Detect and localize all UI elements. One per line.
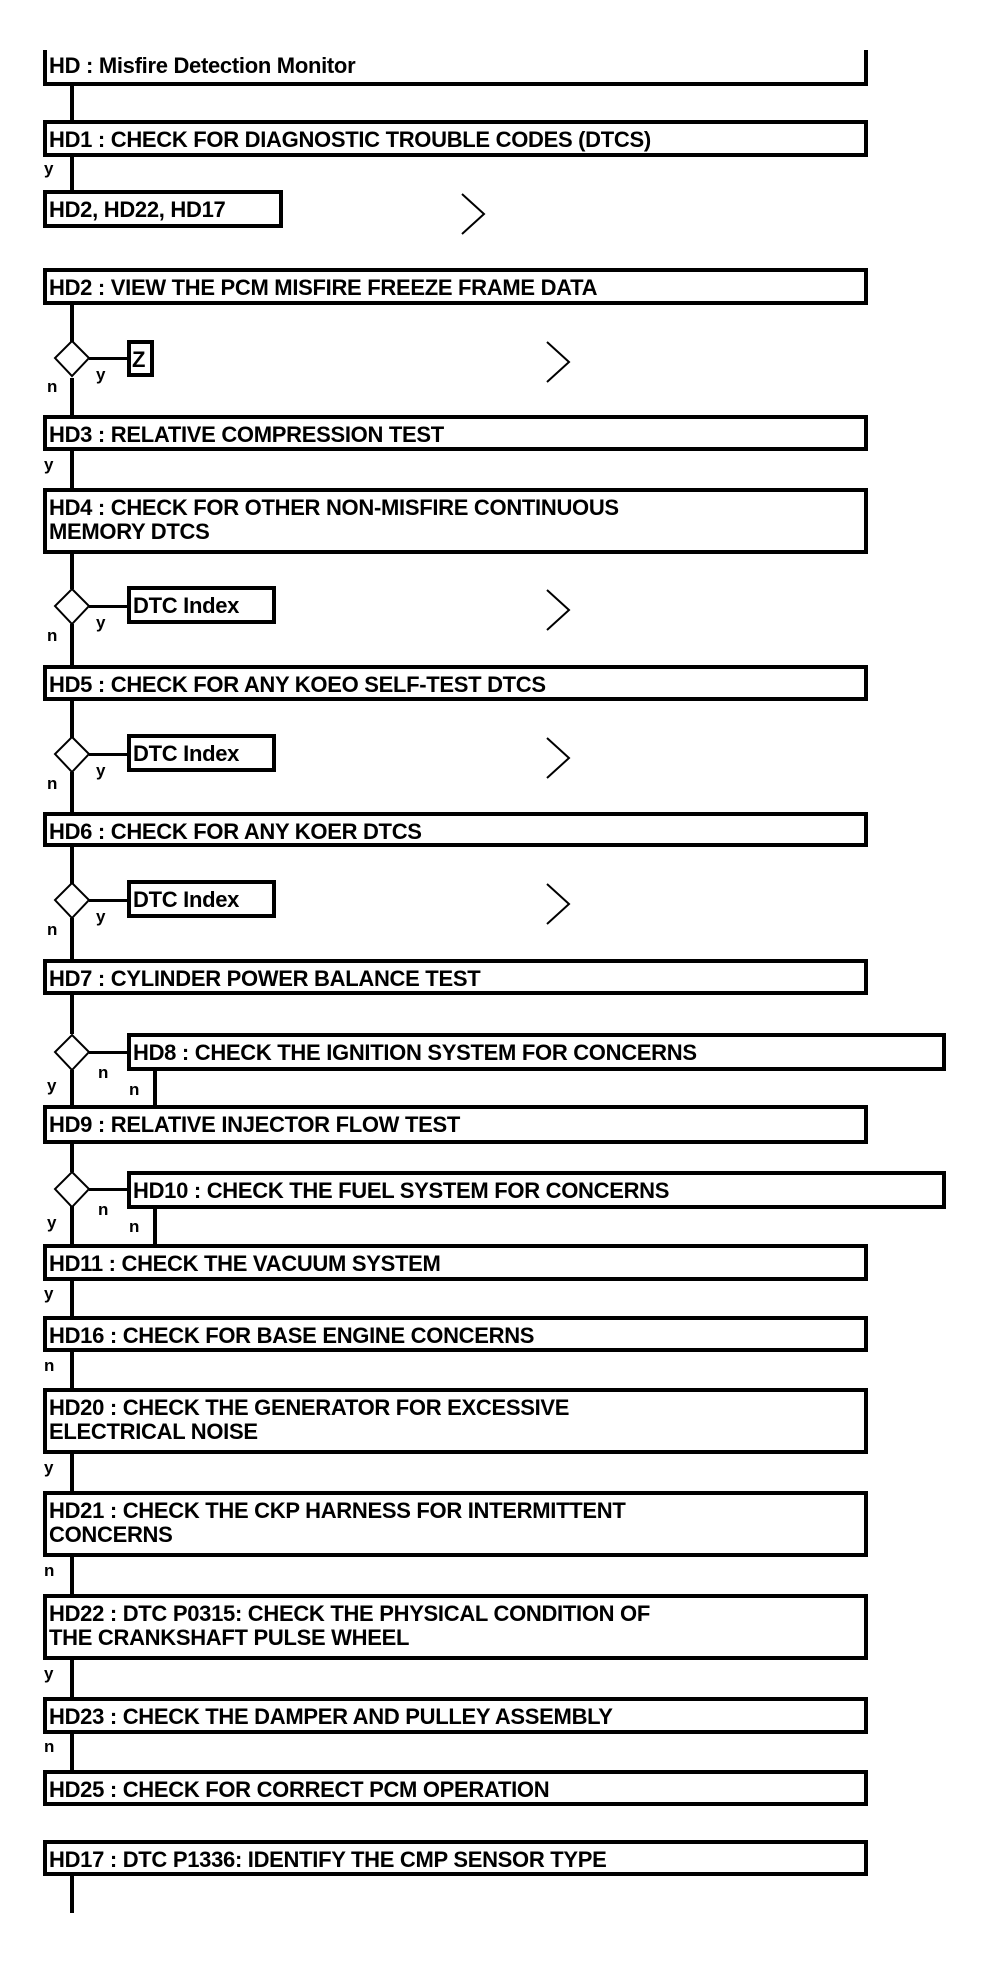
chevron-right-icon[interactable] — [545, 882, 571, 926]
diamond-icon — [53, 1033, 91, 1072]
step-hd22[interactable]: HD22 : DTC P0315: CHECK THE PHYSICAL CON… — [43, 1594, 868, 1660]
yes-label: y — [96, 907, 106, 926]
step-hd20[interactable]: HD20 : CHECK THE GENERATOR FOR EXCESSIVE… — [43, 1388, 868, 1454]
yes-label: y — [44, 159, 54, 178]
yes-label: y — [96, 365, 106, 384]
step-hd2[interactable]: HD2 : VIEW THE PCM MISFIRE FREEZE FRAME … — [43, 268, 868, 305]
step-hd1[interactable]: HD1 : CHECK FOR DIAGNOSTIC TROUBLE CODES… — [43, 120, 868, 157]
flow-line — [89, 1188, 129, 1191]
flow-line — [70, 1351, 74, 1390]
chevron-right-icon[interactable] — [460, 192, 486, 236]
step-hd4[interactable]: HD4 : CHECK FOR OTHER NON-MISFIRE CONTIN… — [43, 488, 868, 554]
yes-label: y — [44, 1664, 54, 1683]
flow-line — [70, 846, 74, 884]
flow-line — [70, 1556, 74, 1596]
flow-line — [70, 994, 74, 1034]
flow-line — [153, 1207, 157, 1246]
no-label: n — [129, 1080, 140, 1099]
no-label: n — [129, 1217, 140, 1236]
yes-label: y — [44, 1458, 54, 1477]
step-hd10[interactable]: HD10 : CHECK THE FUEL SYSTEM FOR CONCERN… — [127, 1171, 946, 1209]
no-label: n — [44, 1561, 55, 1580]
diamond-icon — [53, 881, 91, 920]
yes-label: y — [96, 613, 106, 632]
flow-line — [70, 1875, 74, 1913]
step-hd8[interactable]: HD8 : CHECK THE IGNITION SYSTEM FOR CONC… — [127, 1033, 946, 1071]
no-label: n — [47, 920, 58, 939]
diamond-icon — [53, 587, 91, 626]
flow-line — [89, 1051, 129, 1054]
step-hd16[interactable]: HD16 : CHECK FOR BASE ENGINE CONCERNS — [43, 1316, 868, 1352]
no-label: n — [47, 377, 58, 396]
yes-label: y — [47, 1076, 57, 1095]
flow-line — [153, 1070, 157, 1106]
flow-line — [70, 1070, 74, 1106]
no-label: n — [98, 1200, 109, 1219]
step-hd21[interactable]: HD21 : CHECK THE CKP HARNESS FOR INTERMI… — [43, 1491, 868, 1557]
step-hd7[interactable]: HD7 : CYLINDER POWER BALANCE TEST — [43, 959, 868, 995]
chevron-right-icon[interactable] — [545, 340, 571, 384]
flow-line — [70, 304, 74, 342]
flow-line — [70, 1733, 74, 1772]
yes-label: y — [44, 1284, 54, 1303]
result-hd2[interactable]: Z — [127, 340, 154, 377]
no-label: n — [98, 1063, 109, 1082]
step-hd17[interactable]: HD17 : DTC P1336: IDENTIFY THE CMP SENSO… — [43, 1840, 868, 1876]
step-hd9[interactable]: HD9 : RELATIVE INJECTOR FLOW TEST — [43, 1105, 868, 1144]
no-label: n — [44, 1737, 55, 1756]
flow-line — [89, 753, 129, 756]
chevron-right-icon[interactable] — [545, 736, 571, 780]
flow-line — [70, 624, 74, 666]
step-hd6[interactable]: HD6 : CHECK FOR ANY KOER DTCS — [43, 812, 868, 847]
flow-line — [89, 605, 129, 608]
flow-line — [70, 1453, 74, 1493]
flow-line — [70, 1144, 74, 1172]
result-hd1[interactable]: HD2, HD22, HD17 — [43, 190, 283, 228]
flow-line — [70, 772, 74, 814]
diamond-icon — [53, 735, 91, 774]
yes-label: y — [96, 761, 106, 780]
flow-line — [70, 700, 74, 738]
step-hd23[interactable]: HD23 : CHECK THE DAMPER AND PULLEY ASSEM… — [43, 1697, 868, 1734]
step-hd5[interactable]: HD5 : CHECK FOR ANY KOEO SELF-TEST DTCS — [43, 665, 868, 701]
flow-line — [70, 1659, 74, 1699]
chevron-right-icon[interactable] — [545, 588, 571, 632]
diamond-icon — [53, 339, 91, 378]
flow-line — [70, 450, 74, 490]
flow-line — [70, 1206, 74, 1246]
flow-line — [70, 1280, 74, 1318]
result-hd6[interactable]: DTC Index — [127, 880, 276, 918]
flow-line — [70, 918, 74, 960]
result-hd4[interactable]: DTC Index — [127, 586, 276, 624]
step-hd11[interactable]: HD11 : CHECK THE VACUUM SYSTEM — [43, 1244, 868, 1281]
flowchart-title: HD : Misfire Detection Monitor — [43, 50, 868, 86]
flow-line — [70, 156, 74, 192]
flow-line — [70, 86, 74, 122]
no-label: n — [47, 626, 58, 645]
diamond-icon — [53, 1170, 91, 1209]
flow-line — [70, 553, 74, 589]
flow-line — [89, 899, 129, 902]
yes-label: y — [44, 455, 54, 474]
flow-line — [89, 357, 129, 360]
yes-label: y — [47, 1213, 57, 1232]
step-hd3[interactable]: HD3 : RELATIVE COMPRESSION TEST — [43, 415, 868, 451]
result-hd5[interactable]: DTC Index — [127, 734, 276, 772]
no-label: n — [44, 1356, 55, 1375]
flow-line — [70, 378, 74, 416]
step-hd25[interactable]: HD25 : CHECK FOR CORRECT PCM OPERATION — [43, 1770, 868, 1806]
no-label: n — [47, 774, 58, 793]
